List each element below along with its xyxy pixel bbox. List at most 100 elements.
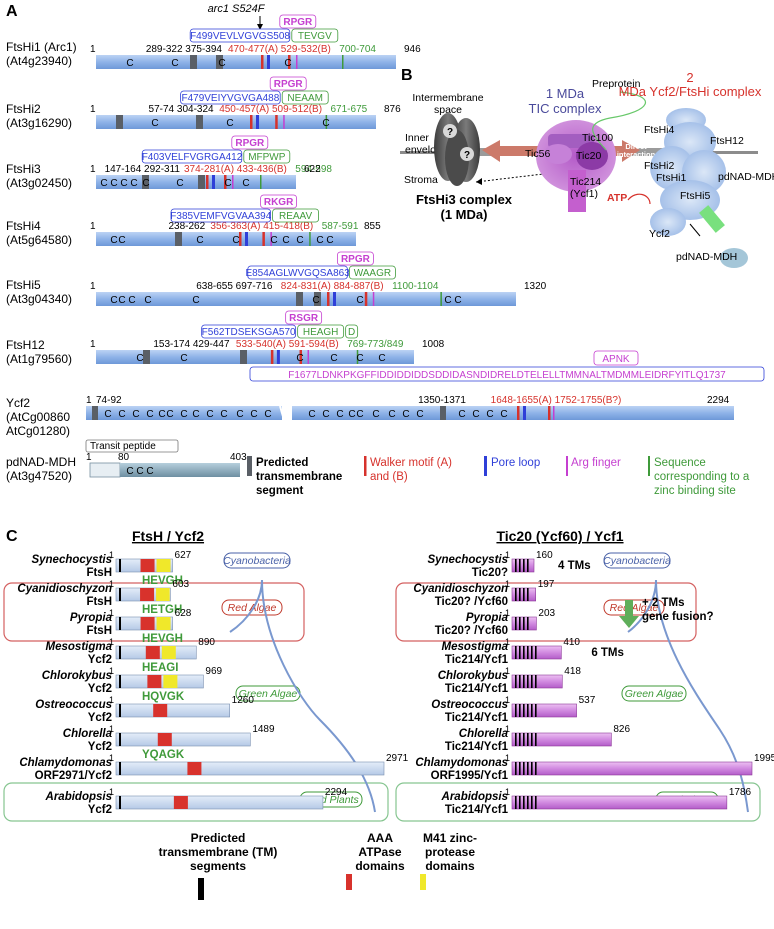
arg-finger [270, 232, 272, 246]
zinc-site [356, 350, 359, 364]
green-algae-label-right: Green Algae [625, 688, 684, 700]
ftshi3-dashed-head [476, 178, 482, 185]
legend-tm-line3: segment [256, 485, 303, 497]
cysteine-marker: C [146, 409, 153, 420]
right-protein: Tic214/Ycf1 [445, 654, 509, 666]
cysteine-marker: C [104, 409, 111, 420]
m41-domain [161, 646, 176, 659]
cysteine-marker: C [236, 409, 243, 420]
evolution-branch-green [261, 579, 376, 813]
right-protein: Tic214/Ycf1 [445, 712, 509, 724]
cysteine-marker: C [144, 295, 151, 306]
zinc-site-sequence: WAAGR [354, 268, 391, 279]
tm-bar [531, 733, 533, 746]
tm-bar [515, 704, 517, 717]
cysteine-marker: C [378, 353, 385, 364]
pore-loop [523, 406, 526, 420]
left-bar-start: 1 [109, 579, 114, 589]
legend-tm-line1: Predicted [256, 457, 308, 469]
tm-bar [535, 675, 537, 688]
right-species: Chlamydomonas [415, 757, 508, 769]
left-bar-start: 1 [109, 550, 114, 560]
cyanobacteria-label-right: Cyanobacteria [603, 555, 671, 567]
panel-label-a: A [6, 3, 18, 20]
zinc-site-extra-box [345, 324, 359, 339]
arg-finger [307, 350, 310, 364]
cysteine-marker: C [316, 235, 323, 246]
tm-segment [198, 175, 205, 189]
protein-name: FtsHi2 [6, 102, 41, 116]
cysteine-marker: C [158, 409, 165, 420]
right-bar-end: 826 [613, 724, 630, 735]
cysteine-marker: C [454, 295, 461, 306]
walker-motif [239, 232, 242, 246]
cysteine-marker: C [206, 409, 213, 420]
tm-ranges-right: 1350-1371 [418, 395, 466, 406]
tm-bar [119, 646, 121, 659]
walker-motif [261, 55, 264, 69]
zinc-motif: YQAGK [142, 749, 185, 761]
tm-segment [142, 175, 149, 189]
m41-domain [156, 588, 170, 601]
arg-finger [232, 175, 234, 189]
protein-locus: (At5g64580) [6, 233, 72, 247]
cysteine-marker: C [166, 409, 173, 420]
right-bar-start: 1 [505, 753, 510, 763]
legend-c-m41-2: protease [425, 845, 475, 859]
tm-bar [523, 796, 525, 809]
tm-bar [527, 675, 529, 688]
left-bar-start: 1 [109, 695, 114, 705]
protein-name: FtsHi5 [6, 278, 41, 292]
arg-finger-box [279, 14, 317, 29]
tm-bar [523, 646, 525, 659]
m41-domain [156, 617, 171, 630]
left-species: Chlamydomonas [19, 757, 112, 769]
pore-sequence: F385VEMFVGVAA394 [170, 211, 271, 222]
tm-bar [119, 704, 121, 717]
cysteine-marker: C [322, 409, 329, 420]
aaa-domain [140, 617, 155, 630]
left-bar-start: 1 [109, 724, 114, 734]
protein-name: FtsHi3 [6, 162, 41, 176]
walker-ranges: 824-831(A) 884-887(B) [281, 281, 384, 292]
arg-finger-sequence: RPGR [341, 254, 371, 265]
cysteine-marker: C [284, 58, 291, 69]
zinc-motif: HETGH [142, 604, 182, 616]
tm-bar [515, 588, 517, 601]
cysteine-marker: C [146, 466, 153, 477]
double-arrow-right [600, 140, 640, 162]
right-title: Tic20 (Ycf60) / Ycf1 [496, 528, 623, 544]
cysteine-marker: C [110, 295, 117, 306]
left-bar-end: 2294 [325, 787, 348, 798]
right-bar-end: 537 [579, 695, 596, 706]
tm-bar [531, 762, 533, 775]
zinc-site-box [243, 149, 291, 164]
tm-bar [535, 796, 537, 809]
left-species: Chlorella [63, 728, 113, 740]
cysteine-marker: C [472, 409, 479, 420]
tm-bar [523, 675, 525, 688]
tm-bar [527, 646, 529, 659]
zinc-site-box [297, 324, 345, 339]
tm-bar [523, 762, 525, 775]
cysteine-marker: C [282, 235, 289, 246]
legend-zinc-line2: corresponding to a [654, 471, 750, 483]
cysteine-marker: C [142, 178, 149, 189]
cysteine-marker: C [192, 409, 199, 420]
left-species: Ostreococcus [35, 699, 112, 711]
zinc-site-extra: D [348, 327, 355, 338]
right-bar-end: 418 [564, 666, 581, 677]
aaa-domain [187, 762, 202, 775]
arc1-arrow-head [257, 24, 263, 30]
protein-name: FtsH12 [6, 338, 45, 352]
walker-motif [270, 350, 274, 364]
cysteine-marker: C [118, 295, 125, 306]
red-algae-box [3, 582, 305, 642]
zinc-site [440, 292, 442, 306]
cysteine-marker: C [296, 353, 303, 364]
pdnad-mdh-bottom-label: pdNAD-MDH [676, 251, 737, 263]
